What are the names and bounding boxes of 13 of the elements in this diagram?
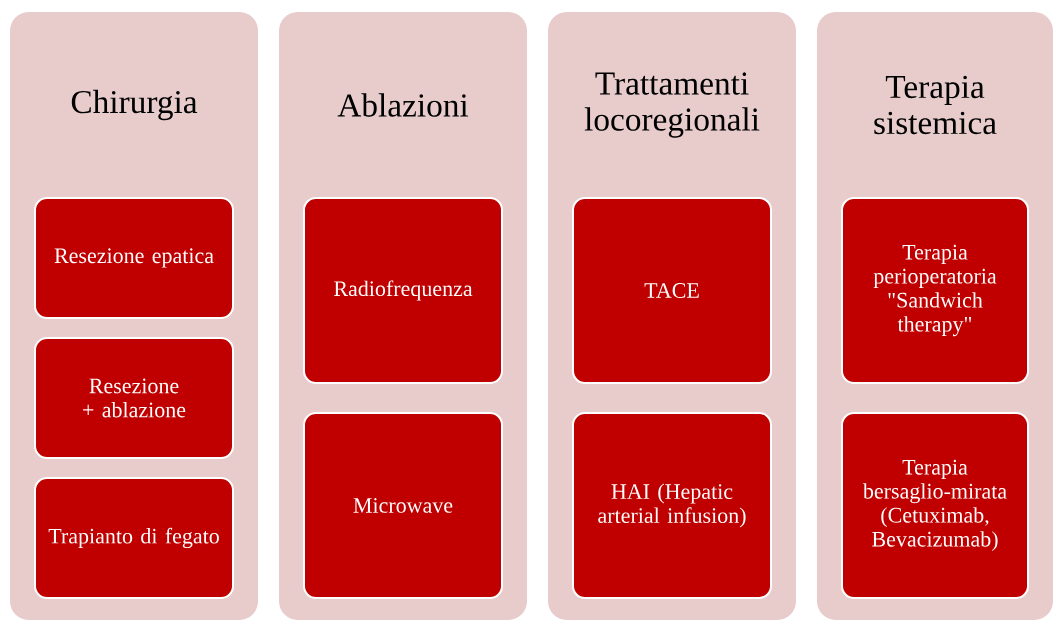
column-heading: Terapia sistemica	[874, 75, 997, 135]
column-heading: Chirurgia	[71, 89, 198, 121]
treatment-box: Terapia perioperatoria "Sandwich therapy"	[841, 197, 1029, 384]
treatment-box: Trapianto di fegato	[34, 477, 234, 599]
treatment-box: HAI (Hepatic arterial infusion)	[572, 412, 772, 599]
treatment-box: TACE	[572, 197, 772, 384]
treatment-box: Terapia bersaglio-mirata (Cetuximab, Bevacizumab)	[841, 412, 1029, 599]
treatment-box: Resezione epatica	[34, 197, 234, 319]
treatment-box: Resezione + ablazione	[34, 337, 234, 459]
treatment-box: Radiofrequenza	[303, 197, 503, 384]
treatment-box: Microwave	[303, 412, 503, 599]
column-heading: Trattamenti locoregionali	[584, 72, 760, 138]
column-heading: Ablazioni	[337, 93, 469, 117]
